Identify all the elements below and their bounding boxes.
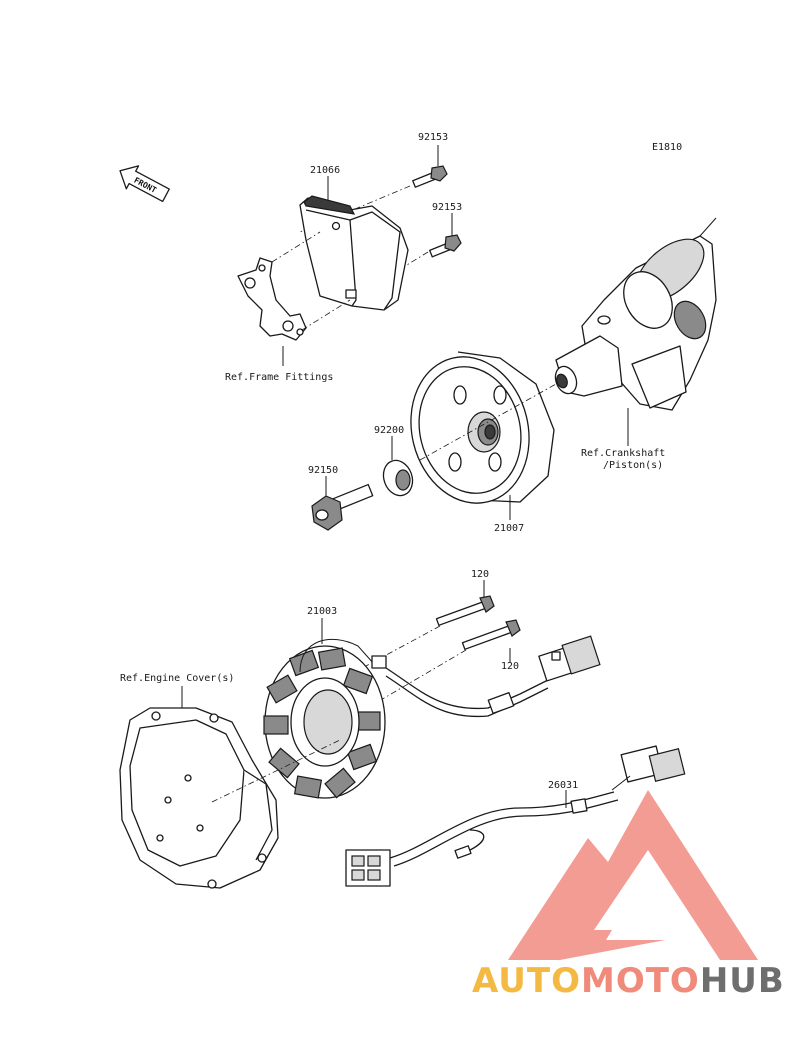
regulator-21066 <box>299 195 409 311</box>
label-120-top: 120 <box>471 569 489 580</box>
svg-text:AUTOMOTOHUB: AUTOMOTOHUB <box>472 961 785 1001</box>
label-21007: 21007 <box>494 523 524 534</box>
label-92150: 92150 <box>308 465 338 476</box>
stator-bolt-top <box>435 595 495 626</box>
engine-cover-ref <box>119 707 279 889</box>
label-crankshaft-1: Ref.Crankshaft <box>581 448 665 459</box>
label-engine-cover: Ref.Engine Cover(s) <box>120 673 234 684</box>
front-arrow-icon: FRONT <box>119 165 170 203</box>
harness-connector-right <box>611 745 686 791</box>
watermark-text: AUTOMOTOHUB <box>472 961 785 1001</box>
frame-bracket <box>237 257 307 341</box>
label-frame-fittings: Ref.Frame Fittings <box>225 372 333 383</box>
watermark-logo-inner <box>606 870 690 940</box>
label-120-bottom: 120 <box>501 661 519 672</box>
stator-coils <box>263 647 381 799</box>
crankshaft-ref <box>554 217 717 411</box>
label-21066: 21066 <box>310 165 340 176</box>
bolt-92153-lower <box>365 234 462 291</box>
watermark-part-3: HUB <box>700 961 785 1001</box>
label-21003: 21003 <box>307 606 337 617</box>
watermark-part-2: MOTO <box>581 961 700 1001</box>
stator-bolt-bottom <box>461 619 521 650</box>
diagram-code: E1810 <box>652 142 682 153</box>
watermark-part-1: AUTO <box>472 961 581 1001</box>
harness-26031 <box>345 745 686 887</box>
label-26031: 26031 <box>548 780 578 791</box>
washer-92200 <box>382 459 414 497</box>
regulator-group <box>237 145 462 366</box>
flywheel-bolt-92150 <box>311 483 374 531</box>
harness-connector-left <box>345 849 391 887</box>
label-92200: 92200 <box>374 425 404 436</box>
stator-21003 <box>263 638 387 799</box>
rotor-21007 <box>410 351 555 504</box>
label-92153-lower: 92153 <box>432 202 462 213</box>
stator-connector <box>385 635 601 718</box>
watermark-logo-shape <box>508 790 758 960</box>
label-crankshaft-2: /Piston(s) <box>603 460 663 471</box>
watermark-logo-icon <box>508 790 758 960</box>
label-92153-top: 92153 <box>418 132 448 143</box>
